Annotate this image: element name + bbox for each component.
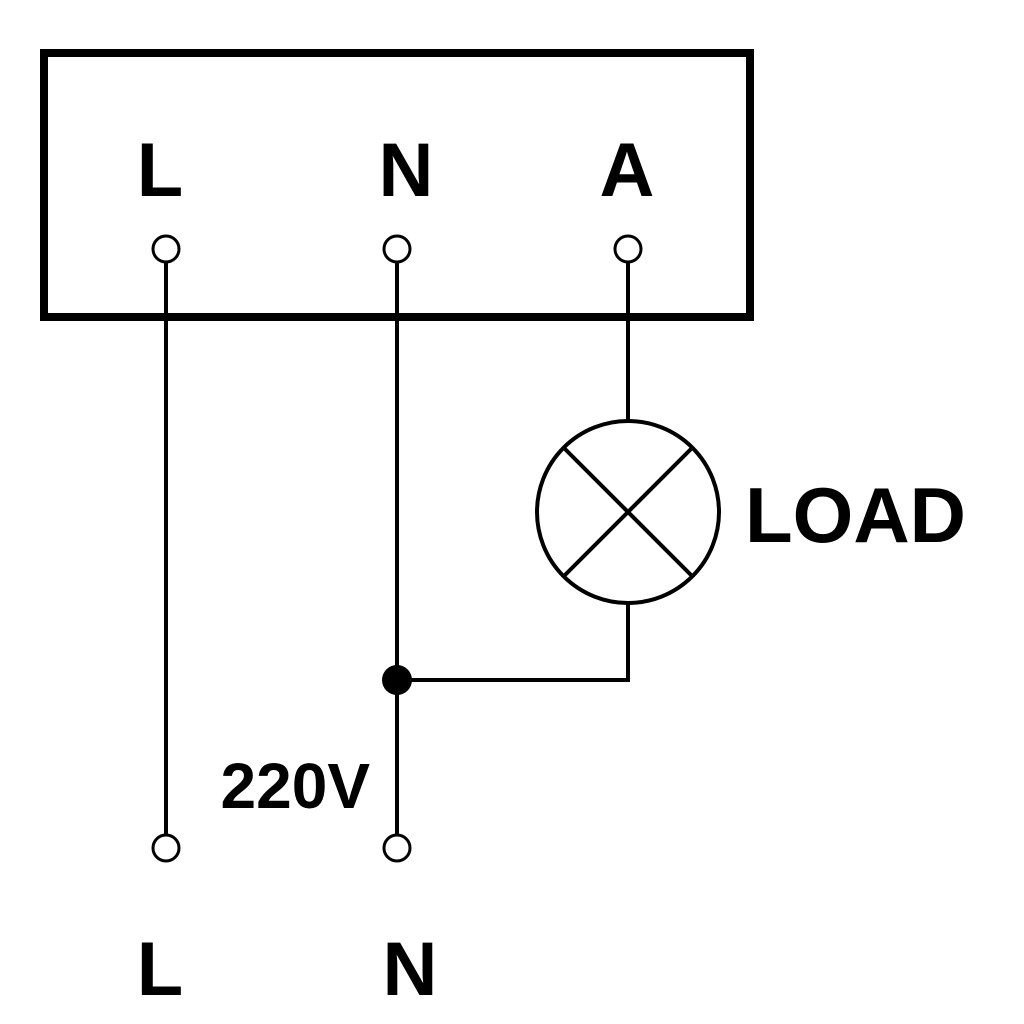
- device-terminal-label-a: A: [600, 128, 655, 213]
- voltage-label: 220V: [221, 750, 371, 822]
- device-terminal-label-n: N: [379, 128, 434, 213]
- supply-terminal-label-n: N: [383, 927, 438, 1012]
- supply-terminal-n: [382, 833, 412, 863]
- device-terminal-a: [613, 234, 643, 264]
- lamp-icon: [535, 419, 721, 605]
- supply-terminal-label-l: L: [137, 927, 183, 1012]
- junction-dot: [382, 665, 412, 695]
- device-terminal-l: [151, 234, 181, 264]
- wire-load-return: [397, 604, 630, 682]
- load-label: LOAD: [745, 471, 966, 559]
- device-terminal-label-l: L: [137, 128, 183, 213]
- device-terminal-n: [382, 234, 412, 264]
- supply-terminal-l: [151, 833, 181, 863]
